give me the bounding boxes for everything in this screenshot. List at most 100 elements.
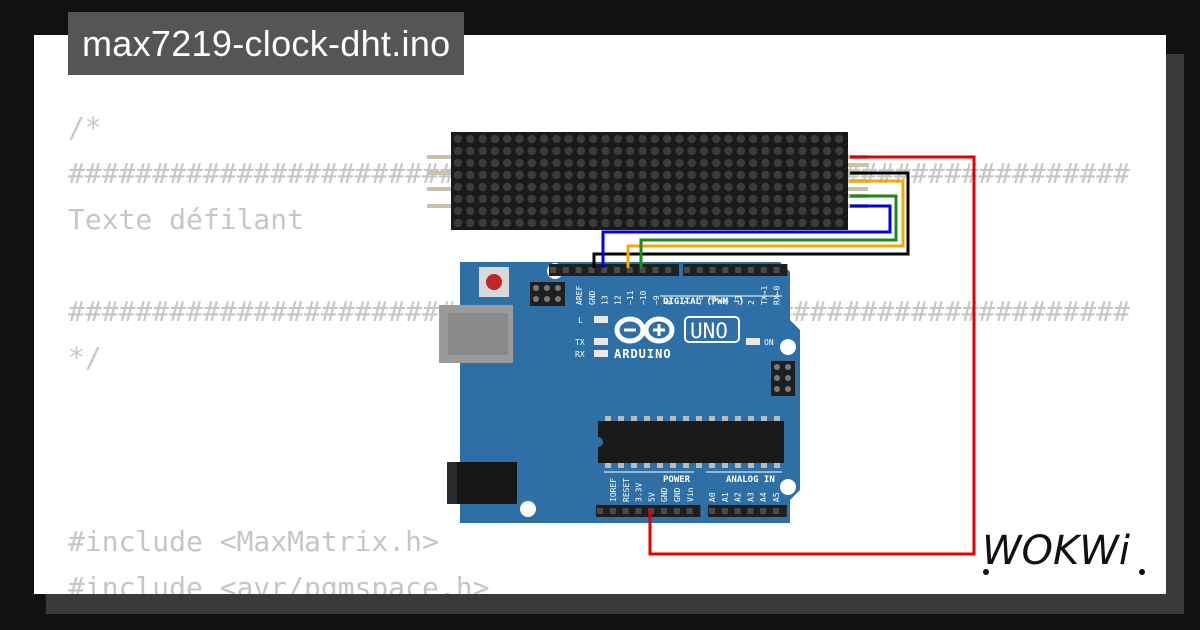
led-dot	[724, 182, 733, 192]
led-dot	[761, 170, 770, 180]
led-dot	[798, 182, 807, 192]
header-pin[interactable]	[614, 267, 620, 273]
led-dot	[835, 134, 844, 144]
header-pin[interactable]	[597, 508, 603, 514]
code-line: #include <avr/pgmspace.h>	[68, 571, 490, 594]
led-dot	[810, 158, 819, 168]
led-dot	[527, 182, 536, 192]
wire-clk[interactable]	[601, 204, 892, 268]
matrix-input-pin[interactable]	[427, 171, 451, 175]
led-dot	[466, 134, 475, 144]
led-dot	[687, 182, 696, 192]
code-line: Texte défilant	[68, 203, 305, 236]
wire-gnd[interactable]	[592, 171, 910, 268]
header-pin[interactable]	[550, 267, 556, 273]
header-pin[interactable]	[773, 267, 780, 273]
led-dot	[638, 206, 647, 216]
pin-label: A4	[759, 492, 768, 502]
led-dot	[552, 206, 561, 216]
led-dot	[773, 182, 782, 192]
header-pin[interactable]	[734, 508, 741, 514]
header-pin[interactable]	[665, 267, 672, 273]
led-dot	[478, 146, 487, 156]
led-dot	[761, 218, 770, 228]
header-pin[interactable]	[601, 267, 608, 273]
header-pin[interactable]	[709, 508, 715, 514]
led-dot	[822, 146, 832, 156]
matrix-input-pin[interactable]	[427, 204, 451, 208]
header-pin[interactable]	[639, 267, 646, 273]
header-pin[interactable]	[722, 267, 729, 273]
led-dot	[712, 182, 721, 192]
microcontroller-chip	[598, 421, 784, 463]
wire-vcc[interactable]	[648, 155, 976, 556]
header-pin[interactable]	[652, 267, 659, 273]
led-dot	[490, 182, 500, 192]
header-pin[interactable]	[609, 508, 616, 514]
led-dot	[835, 206, 844, 216]
led-dot	[822, 194, 832, 204]
matrix-input-pin[interactable]	[427, 155, 451, 159]
power-header[interactable]	[596, 505, 701, 517]
matrix-output-pin[interactable]	[848, 163, 868, 167]
led-dot	[650, 170, 659, 180]
header-pin[interactable]	[626, 267, 633, 273]
header-pin[interactable]	[735, 267, 742, 273]
power-label: POWER	[663, 475, 691, 485]
led-dot	[687, 194, 696, 204]
led-dot	[466, 158, 475, 168]
led-dot	[503, 134, 512, 144]
led-dot	[736, 170, 746, 180]
header-pin[interactable]	[760, 508, 767, 514]
header-pin[interactable]	[635, 508, 642, 514]
led-dot	[539, 182, 549, 192]
led-dot	[601, 194, 610, 204]
header-pin[interactable]	[773, 508, 779, 514]
pin-label: 4	[721, 300, 730, 305]
digital-header-right[interactable]	[683, 264, 788, 276]
header-pin[interactable]	[686, 508, 693, 514]
led-dot	[773, 218, 782, 228]
led-dot	[576, 218, 586, 228]
matrix-input-pin[interactable]	[427, 187, 451, 191]
led-dot	[724, 194, 733, 204]
header-pin[interactable]	[575, 267, 582, 273]
led-dot	[749, 134, 758, 144]
icsp-header-right	[771, 361, 795, 396]
led-dot	[601, 158, 610, 168]
header-pin[interactable]	[747, 508, 754, 514]
led-dot	[638, 134, 647, 144]
header-pin[interactable]	[709, 267, 716, 273]
led-dot	[626, 206, 635, 216]
pin-label: 5V	[647, 492, 656, 502]
header-pin[interactable]	[696, 267, 703, 273]
led-dot	[712, 146, 721, 156]
led-dot	[527, 158, 536, 168]
led-matrix-module[interactable]	[427, 132, 868, 230]
led-dot	[749, 206, 758, 216]
header-pin[interactable]	[760, 267, 767, 273]
led-dot	[773, 194, 782, 204]
wire-din[interactable]	[626, 179, 905, 268]
wire-cs[interactable]	[639, 194, 898, 268]
led-dot	[773, 146, 782, 156]
led-dot	[613, 158, 623, 168]
digital-header-left[interactable]	[549, 264, 679, 276]
header-pin[interactable]	[661, 508, 667, 514]
matrix-output-pin[interactable]	[848, 187, 868, 191]
header-pin[interactable]	[622, 508, 629, 514]
pin-label: 2	[747, 300, 756, 305]
header-pin[interactable]	[748, 267, 754, 273]
led-dot	[675, 170, 684, 180]
header-pin[interactable]	[673, 508, 680, 514]
analog-header[interactable]	[708, 505, 787, 517]
led-dot	[761, 134, 770, 144]
header-pin[interactable]	[562, 267, 569, 273]
header-pin[interactable]	[684, 267, 690, 273]
header-pin[interactable]	[588, 267, 595, 273]
led-dot	[712, 194, 721, 204]
led-dot	[453, 146, 463, 156]
led-dot	[810, 182, 819, 192]
header-pin[interactable]	[721, 508, 728, 514]
